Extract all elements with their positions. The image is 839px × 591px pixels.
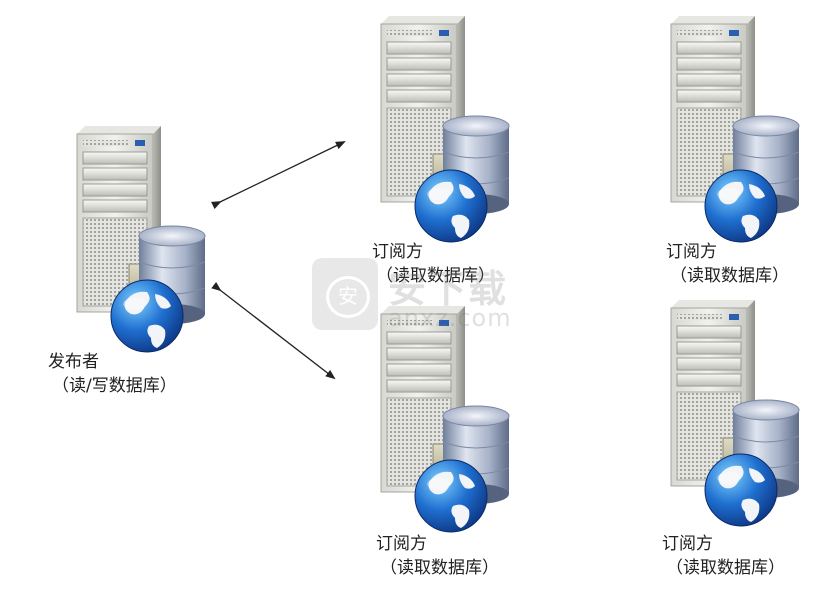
publisher-label: 发布者 （读/写数据库）: [48, 350, 177, 398]
subscriber-desc: （读取数据库）: [666, 558, 785, 578]
publisher-role: 发布者: [48, 352, 99, 372]
publisher-desc: （读/写数据库）: [52, 376, 177, 396]
server-database-globe-icon: [670, 300, 800, 527]
server-database-globe-icon: [670, 16, 800, 243]
subscriber-node-2: [662, 16, 812, 243]
subscriber-label-4: 订阅方 （读取数据库）: [662, 532, 785, 580]
publisher-node: [68, 126, 218, 353]
subscriber-label-2: 订阅方 （读取数据库）: [666, 240, 789, 288]
subscriber-node-4: [662, 300, 812, 527]
server-database-globe-icon: [380, 16, 510, 243]
server-database-globe-icon: [76, 126, 206, 353]
double-arrow-icon: [211, 281, 336, 380]
subscriber-label-1: 订阅方 （读取数据库）: [372, 240, 495, 288]
double-arrow-icon: [211, 141, 346, 210]
subscriber-node-1: [372, 16, 522, 243]
subscriber-role: 订阅方: [372, 242, 423, 262]
subscriber-label-3: 订阅方 （读取数据库）: [376, 532, 499, 580]
subscriber-desc: （读取数据库）: [380, 558, 499, 578]
subscriber-role: 订阅方: [662, 534, 713, 554]
subscriber-desc: （读取数据库）: [670, 266, 789, 286]
subscriber-role: 订阅方: [666, 242, 717, 262]
server-database-globe-icon: [380, 306, 510, 533]
subscriber-desc: （读取数据库）: [376, 266, 495, 286]
subscriber-node-3: [372, 306, 522, 533]
subscriber-role: 订阅方: [376, 534, 427, 554]
